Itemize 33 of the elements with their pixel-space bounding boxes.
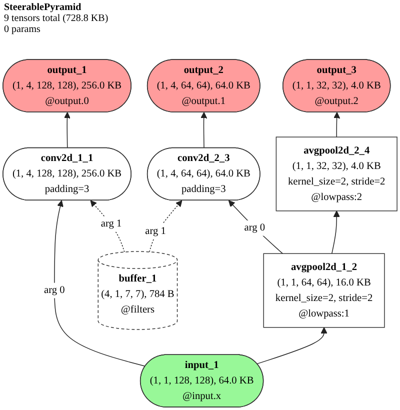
node-label: (1, 1, 32, 32), 4.0 KB (292, 160, 381, 172)
oval-node: output_3 (1, 1, 32, 32), 4.0 KB @output.2 (282, 59, 391, 112)
oval-node: output_2 (1, 4, 64, 64), 64.0 KB @output.1 (146, 59, 260, 112)
arrow (64, 112, 70, 148)
arrow (332, 210, 340, 254)
arrow (200, 112, 208, 148)
node-label: kernel_size=2, stride=2 (288, 176, 386, 188)
cylinder-node: buffer_1 (4, 1, 7, 7), 784 B @filters (98, 251, 178, 330)
node-label: @lowpass:1 (298, 308, 350, 320)
diagram-title: SteerablePyramid (4, 2, 82, 13)
summary-line: 0 params (4, 24, 40, 35)
node-label: avgpool2d_2_4 (304, 145, 370, 156)
process-box: avgpool2d_1_2 (1, 1, 64, 64), 16.0 KB kernel_size=2, stride=2 @lowpass:1 (263, 253, 385, 328)
arrow (54, 200, 146, 367)
edge-label: arg 1 (100, 218, 122, 230)
arrow (334, 112, 340, 138)
oval-node: output_1 (1, 4, 128, 128), 256.0 KB @output.0 (2, 59, 132, 112)
process-box: avgpool2d_2_4 (1, 1, 32, 32), 4.0 KB kernel_size=2, stride=2 @lowpass:2 (276, 136, 398, 212)
arrow (256, 327, 328, 364)
summary-line: 9 tensors total (728.8 KB) (4, 13, 108, 24)
edge-label: arg 0 (44, 284, 65, 296)
node-label: avgpool2d_1_2 (291, 262, 358, 273)
node-label: (1, 1, 64, 64), 16.0 KB (277, 277, 371, 288)
oval-node: input_1 (1, 1, 128, 128), 64.0 KB @input.x (140, 354, 264, 408)
node-label: @lowpass:2 (311, 192, 362, 203)
oval-node: conv2d_1_1 (1, 4, 128, 128), 256.0 KB padding=3 (2, 147, 132, 201)
edge-label: arg 1 (145, 226, 166, 237)
edge-label: arg 0 (244, 222, 266, 234)
arrow (90, 200, 125, 252)
arrow (149, 200, 182, 252)
node-label: kernel_size=2, stride=2 (275, 292, 373, 304)
oval-node: conv2d_2_3 (1, 4, 64, 64), 64.0 KB padding=3 (146, 147, 260, 201)
arrow (228, 200, 284, 254)
